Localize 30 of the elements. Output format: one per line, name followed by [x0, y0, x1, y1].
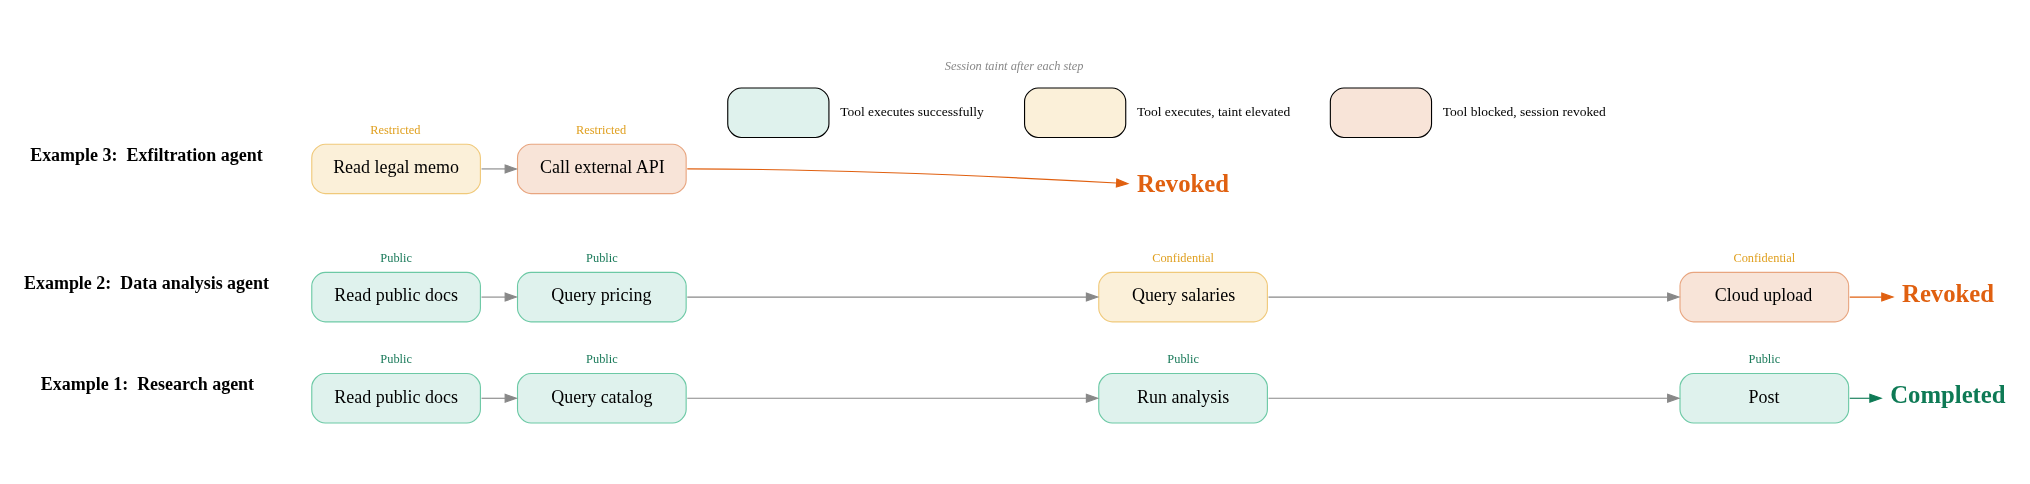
node-text: Revoked: [1902, 280, 1995, 308]
legend-label: Tool executes successfully: [840, 104, 984, 120]
node-label: Public: [586, 352, 618, 367]
node-label: Confidential: [1733, 251, 1796, 266]
node-label: Public: [380, 352, 412, 367]
label: Example 2: Data analysis agent: [23, 272, 270, 293]
arrow: [1849, 292, 1895, 302]
legend-label: Tool executes, taint elevated: [1136, 104, 1291, 120]
legend-label: Tool blocked, session revoked: [1442, 104, 1606, 120]
arrow: [1849, 393, 1883, 403]
node-label: Public: [586, 251, 618, 266]
arrow: [686, 292, 1100, 302]
node-label: Restricted: [575, 122, 627, 137]
arrow: [1267, 292, 1681, 302]
arrow: [481, 292, 519, 302]
node-text: Completed: [1890, 381, 2006, 409]
node-text: Revoked: [1136, 170, 1229, 198]
node-label: Public: [1748, 352, 1781, 367]
node-label: Public: [380, 251, 412, 266]
node-label: Confidential: [1152, 251, 1214, 266]
arrow: [481, 164, 519, 174]
label: Example 1: Research agent: [40, 374, 255, 395]
diagram-title: Session taint after each step: [944, 58, 1084, 73]
label: Example 3: Exfiltration agent: [30, 144, 263, 165]
node-label: Public: [1167, 352, 1199, 367]
node-label: Restricted: [370, 122, 421, 137]
arrow: [686, 168, 1130, 188]
arrow: [686, 393, 1100, 403]
arrow: [481, 393, 519, 403]
arrow: [1267, 393, 1681, 403]
